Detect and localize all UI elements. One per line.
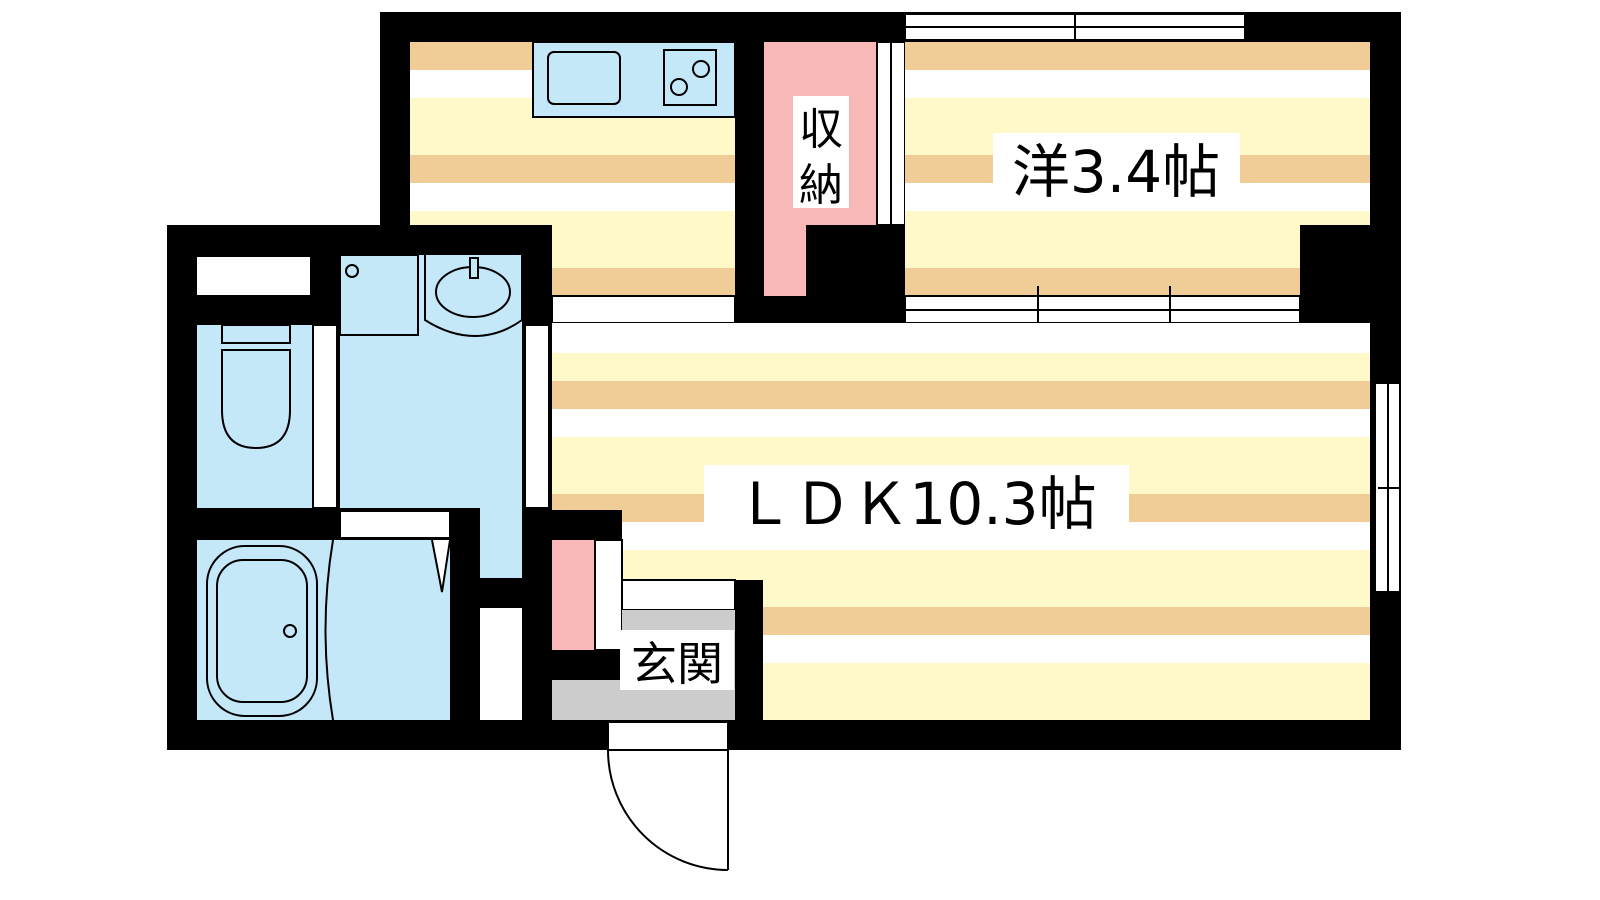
- storage-closet: 収 納: [764, 42, 877, 296]
- toilet-icon: [221, 324, 291, 450]
- kitchen-counter: [532, 41, 736, 118]
- storage-sliding-door[interactable]: [876, 41, 906, 226]
- stove-icon: [663, 49, 717, 106]
- ldk-window[interactable]: [1374, 382, 1401, 593]
- washroom: [339, 254, 550, 578]
- sink-icon: [547, 51, 621, 105]
- western-room-label: 洋3.4帖: [1012, 138, 1220, 206]
- utility-shelf: [197, 257, 310, 295]
- entrance-label: 玄関: [631, 637, 723, 691]
- bathroom-door[interactable]: [339, 510, 451, 539]
- ldk-label: ＬＤＫ10.3帖: [735, 470, 1096, 538]
- washing-machine-space: [339, 254, 419, 336]
- bathroom: [197, 510, 451, 721]
- western-room-sliding-door[interactable]: [904, 286, 1301, 336]
- ldk-room: ＬＤＫ10.3帖: [552, 323, 1370, 720]
- pipe-space: [480, 608, 522, 720]
- toilet-room: [197, 324, 338, 509]
- bathtub-icon: [206, 539, 334, 721]
- western-room: 洋3.4帖: [905, 42, 1370, 296]
- washbasin-icon: [424, 255, 523, 338]
- shoe-cabinet: [552, 540, 595, 650]
- entrance: 玄関: [552, 539, 736, 720]
- entrance-door[interactable]: [607, 721, 729, 871]
- storage-label-1: 収: [799, 104, 843, 155]
- kitchen: [410, 41, 736, 324]
- storage-label-2: 納: [799, 160, 843, 211]
- toilet-door[interactable]: [312, 324, 338, 509]
- western-room-window[interactable]: [904, 13, 1246, 41]
